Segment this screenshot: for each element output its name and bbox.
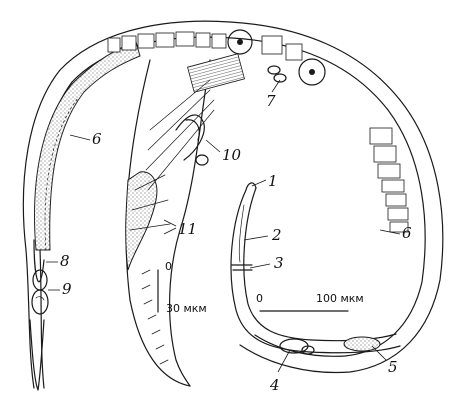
worm-body-large [22,20,444,389]
worm-body-small [230,182,401,355]
scalebar-left-zero: 0 [165,260,172,273]
label-5: 5 [388,358,398,376]
scalebar-right-zero: 0 [256,292,263,305]
label-11: 11 [178,220,197,238]
structure-7 [267,65,287,83]
label-9: 9 [62,280,72,298]
label-7: 7 [266,92,276,110]
label-1: 1 [268,172,278,190]
labels: 1 2 3 4 5 6 6 7 8 9 10 11 [60,92,412,394]
scalebar-left: 0 30 мкм [157,260,207,315]
label-8: 8 [60,252,70,270]
label-4: 4 [269,376,280,394]
gonad-cells-top [107,29,409,233]
label-10: 10 [222,146,242,164]
leader-lines [46,79,401,373]
tail-left [29,239,49,391]
anterior-enlarged [125,53,245,387]
scalebar-left-value: 30 мкм [166,302,207,315]
label-2: 2 [271,226,282,244]
scalebar-right-value: 100 мкм [316,292,364,305]
label-6-right: 6 [402,224,412,242]
scalebar-right: 0 100 мкм [256,292,364,312]
label-3: 3 [274,254,284,272]
label-6-left: 6 [92,130,102,148]
